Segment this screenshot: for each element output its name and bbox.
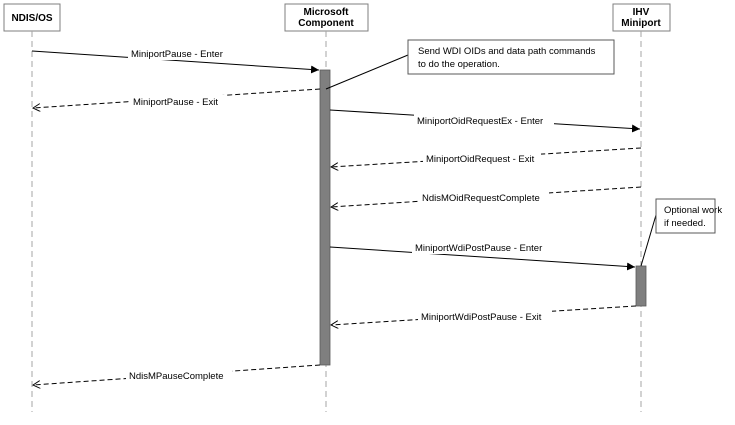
message-miniport-pause-enter: MiniportPause - Enter [31,47,320,74]
note-optional-work: Optional work if needed. [640,198,722,267]
participant-ndis-label: NDIS/OS [11,13,52,24]
note-send-wdi-oids: Send WDI OIDs and data path commands to … [325,39,615,90]
message-label: MiniportOidRequest - Exit [426,154,535,165]
activation-ihv [635,265,647,307]
participant-ihv-line1: IHV [633,7,650,18]
note-optional-line1: Optional work [664,205,722,216]
message-miniport-wdi-post-pause-enter: MiniportWdiPostPause - Enter [329,241,636,271]
participant-microsoft-line1: Microsoft [304,7,350,18]
message-ndism-oid-request-complete: NdisMOidRequestComplete [331,186,642,207]
message-ndism-pause-complete: NdisMPauseComplete [33,364,321,385]
message-miniport-wdi-post-pause-exit: MiniportWdiPostPause - Exit [331,305,637,325]
participant-ndis: NDIS/OS [3,3,61,32]
note-optional-line2: if needed. [664,218,706,229]
participant-microsoft: Microsoft Component [284,3,369,32]
message-label: MiniportPause - Exit [133,97,218,108]
message-label: MiniportPause - Enter [131,49,223,60]
message-miniport-pause-exit: MiniportPause - Exit [33,88,321,108]
participant-microsoft-line2: Component [298,18,354,29]
message-label: NdisMPauseComplete [129,371,224,382]
message-label: NdisMOidRequestComplete [422,193,540,204]
message-label: MiniportOidRequestEx - Enter [417,116,543,127]
participant-ihv: IHV Miniport [612,3,671,32]
note-wdi-line2: to do the operation. [418,59,500,70]
message-label: MiniportWdiPostPause - Exit [421,312,542,323]
activation-microsoft [319,69,331,366]
participant-ihv-line2: Miniport [621,18,661,29]
message-miniport-oid-request-exit: MiniportOidRequest - Exit [331,147,642,167]
message-label: MiniportWdiPostPause - Enter [415,243,542,254]
message-miniport-oid-request-ex-enter: MiniportOidRequestEx - Enter [329,109,641,133]
note-wdi-line1: Send WDI OIDs and data path commands [418,46,596,57]
